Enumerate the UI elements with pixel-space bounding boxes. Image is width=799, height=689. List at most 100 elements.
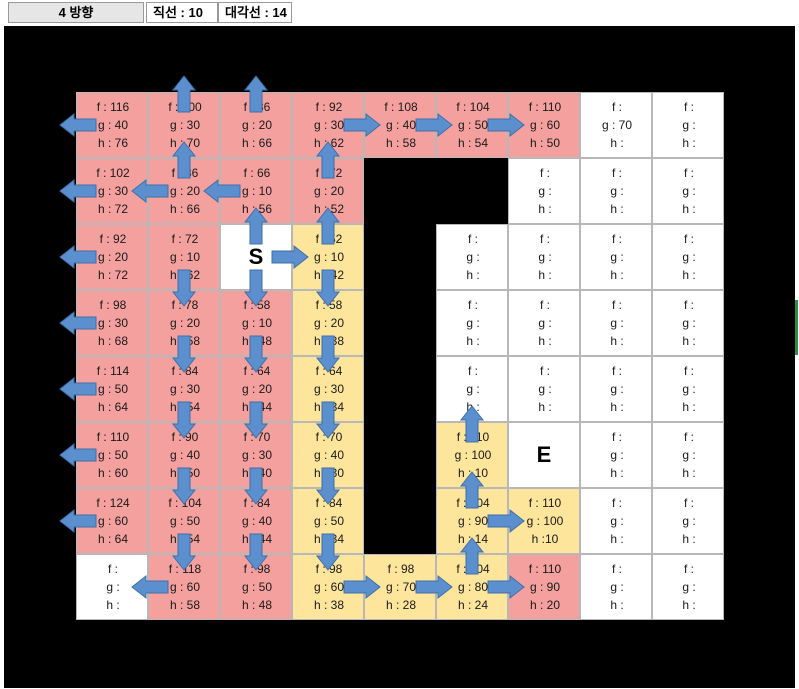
grid-cell[interactable]: f :g :h : [580, 158, 652, 224]
grid-cell[interactable]: f :g :h : [652, 554, 724, 620]
grid-cell[interactable]: f :g :h : [580, 224, 652, 290]
f-value: f : [683, 166, 694, 180]
f-value: f : 52 [315, 232, 343, 246]
grid-cell[interactable]: f :g :h : [580, 554, 652, 620]
grid-cell[interactable]: f :g :h : [580, 422, 652, 488]
h-value: h : 58 [385, 136, 417, 150]
grid-cell[interactable]: f :g :h : [436, 290, 508, 356]
diagonal-cost-label[interactable]: 대각선 : 14 [218, 2, 292, 23]
h-value: h : [610, 136, 624, 150]
h-value: h : [538, 334, 552, 348]
h-value: h : [682, 532, 696, 546]
f-value: f : 84 [171, 364, 199, 378]
grid-cell[interactable]: f :g :h : [652, 290, 724, 356]
f-value: f : [611, 166, 622, 180]
grid-cell[interactable]: f :g :h : [652, 224, 724, 290]
grid-cell[interactable]: f :g :h : [508, 290, 580, 356]
g-value: g : [682, 514, 696, 528]
f-value: f : 58 [315, 298, 343, 312]
grid-cell[interactable]: f :g :h : [580, 290, 652, 356]
h-value: h : 54 [169, 532, 201, 546]
g-value: g : 30 [241, 448, 273, 462]
grid-cell[interactable]: f :g :h : [580, 488, 652, 554]
scroll-indicator[interactable] [795, 300, 798, 355]
f-value: f : 72 [171, 232, 199, 246]
f-value: f : 104 [456, 562, 490, 576]
grid-cell[interactable]: f :g :h : [508, 356, 580, 422]
f-value: f : [683, 430, 694, 444]
grid-cell[interactable]: f :g :h : [652, 422, 724, 488]
grid-cell[interactable]: f :g :h : [508, 158, 580, 224]
h-value: h : 66 [241, 136, 273, 150]
grid-cell[interactable]: f :g :h : [508, 224, 580, 290]
grid-cell[interactable]: f :g :h : [436, 224, 508, 290]
g-value: g : 20 [97, 250, 129, 264]
f-value: f : [611, 100, 622, 114]
g-value: g : 20 [313, 316, 345, 330]
f-value: f : [467, 298, 478, 312]
grid-cell[interactable]: f :g :h : [652, 92, 724, 158]
f-value: f : [539, 364, 550, 378]
mode-label[interactable]: 4 방향 [8, 2, 144, 23]
end-cell[interactable]: E [508, 422, 580, 488]
f-value: f : 98 [315, 562, 343, 576]
f-value: f : [683, 496, 694, 510]
start-label: S [248, 244, 264, 269]
g-value: g : 40 [313, 448, 345, 462]
h-value: h : 50 [169, 466, 201, 480]
f-value: f : 98 [387, 562, 415, 576]
h-value: h : 48 [241, 598, 273, 612]
f-value: f : 104 [456, 100, 490, 114]
grid-cell[interactable]: f :g :h : [652, 158, 724, 224]
start-cell[interactable]: S [220, 224, 292, 290]
grid-cell[interactable]: f :g :h : [652, 356, 724, 422]
straight-cost-label[interactable]: 직선 : 10 [146, 2, 218, 23]
f-value: f : 84 [315, 496, 343, 510]
grid-cell[interactable]: f :g :h : [580, 356, 652, 422]
grid-cell[interactable]: f :g :h : [436, 356, 508, 422]
grid-cell[interactable]: f : g : h : [652, 488, 724, 554]
grid-cell[interactable]: f :g :h : [76, 554, 148, 620]
h-value: h : [682, 466, 696, 480]
